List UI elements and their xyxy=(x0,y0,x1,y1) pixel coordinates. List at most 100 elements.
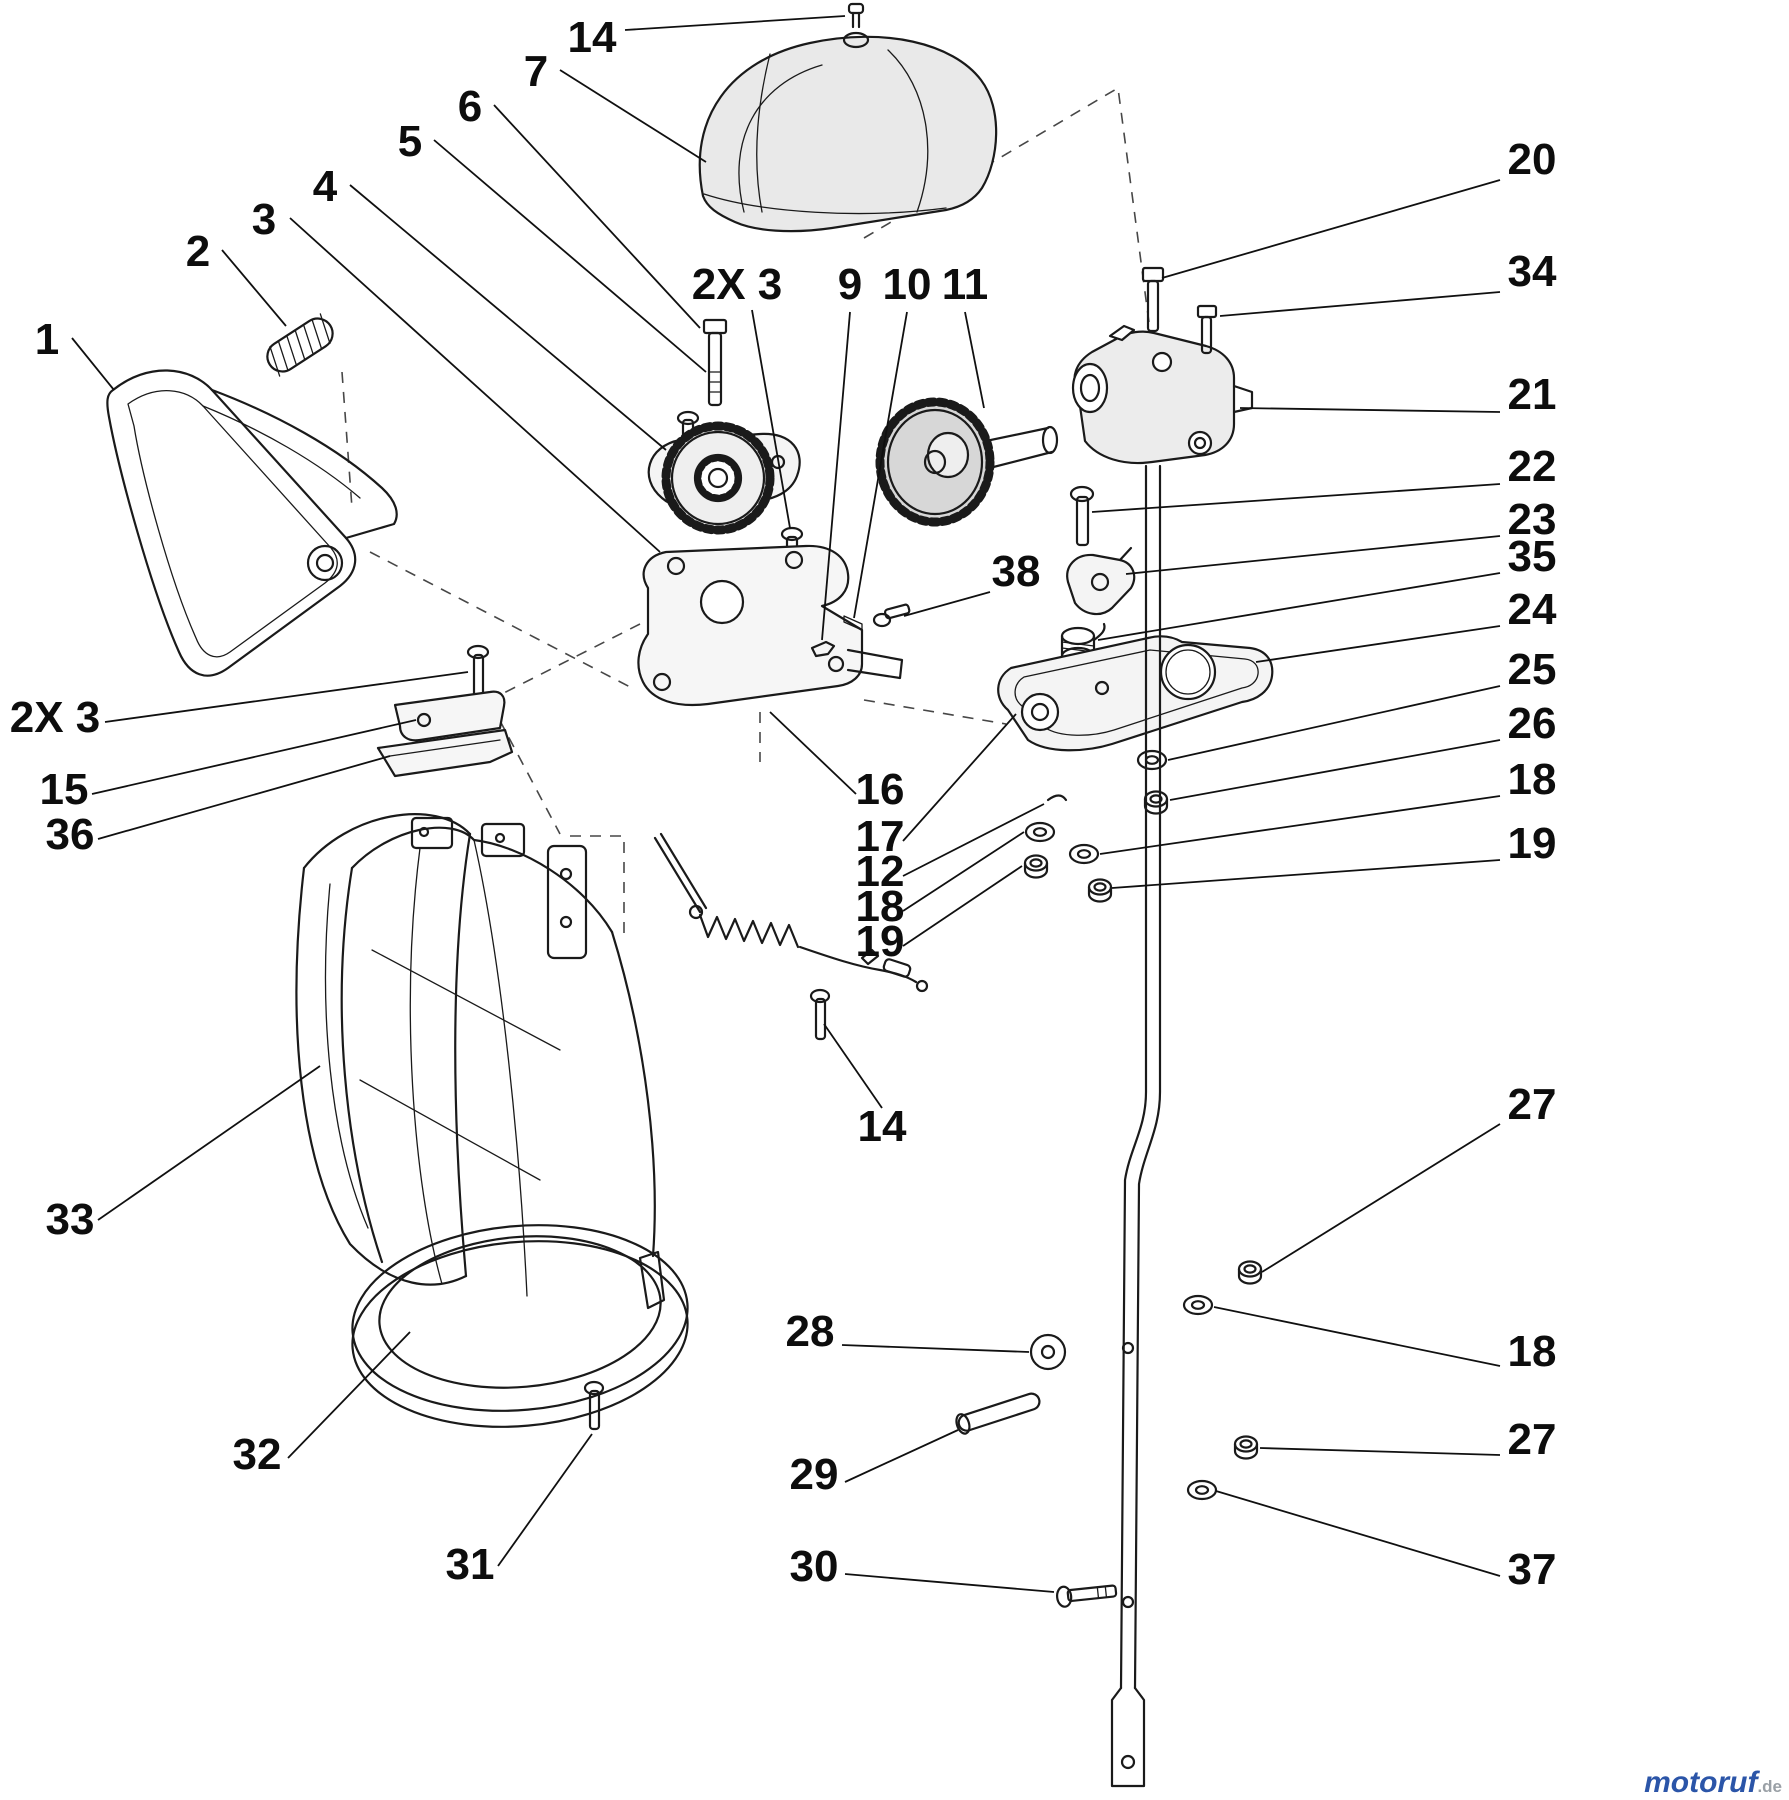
part-rod-hardware xyxy=(1182,1260,1263,1501)
callout: 34 xyxy=(1219,247,1557,317)
part-bolt-30 xyxy=(1056,1584,1118,1608)
svg-text:26: 26 xyxy=(1508,699,1557,748)
svg-text:2: 2 xyxy=(186,227,210,276)
part-bolt-20 xyxy=(1141,266,1165,333)
svg-text:17: 17 xyxy=(856,812,905,861)
svg-text:4: 4 xyxy=(313,162,338,211)
part-bolt-14-mid xyxy=(809,988,831,1041)
callout: 22 xyxy=(1091,442,1557,513)
part-bracket-15 xyxy=(393,644,506,742)
part-deflector xyxy=(106,369,398,677)
svg-text:20: 20 xyxy=(1508,135,1557,184)
part-mount-plate xyxy=(637,544,904,707)
svg-text:27: 27 xyxy=(1508,1415,1557,1464)
svg-text:36: 36 xyxy=(46,810,95,859)
part-cam-23 xyxy=(1066,546,1136,616)
svg-text:34: 34 xyxy=(1508,247,1557,296)
svg-text:2X 3: 2X 3 xyxy=(692,260,783,309)
callout: 10 xyxy=(853,260,932,619)
callout: 15 xyxy=(40,719,417,814)
callout: 37 xyxy=(1215,1490,1557,1594)
svg-text:19: 19 xyxy=(1508,819,1557,868)
part-screw-cover xyxy=(847,2,865,29)
part-spring-small xyxy=(266,313,334,377)
svg-text:29: 29 xyxy=(790,1450,839,1499)
svg-text:21: 21 xyxy=(1508,370,1557,419)
svg-text:22: 22 xyxy=(1508,442,1557,491)
svg-text:30: 30 xyxy=(790,1542,839,1591)
part-chute xyxy=(295,813,689,1428)
callout: 18 xyxy=(1099,755,1557,855)
callout: 25 xyxy=(1167,645,1556,761)
callout: 2 xyxy=(186,227,287,327)
svg-text:18: 18 xyxy=(856,882,905,931)
svg-text:38: 38 xyxy=(992,547,1041,596)
callout: 9 xyxy=(821,260,862,641)
part-pin-10 xyxy=(843,615,863,631)
svg-text:28: 28 xyxy=(786,1307,835,1356)
callout: 33 xyxy=(46,1065,321,1244)
callout: 18 xyxy=(1213,1306,1557,1376)
callout: 21 xyxy=(1239,370,1557,419)
callout: 16 xyxy=(769,711,904,814)
callout: 19 xyxy=(856,865,1023,966)
svg-text:7: 7 xyxy=(524,47,548,96)
callout: 6 xyxy=(458,82,701,329)
part-engine-cover xyxy=(698,31,998,233)
part-pin-29 xyxy=(955,1392,1041,1435)
callouts: 14 7 6 5 4 3 2 1 2X 3 9 10 11 20 34 21 2… xyxy=(10,13,1557,1594)
callout: 27 xyxy=(1259,1415,1557,1464)
construction-lines xyxy=(341,86,1151,938)
part-spring-cable xyxy=(653,832,929,993)
part-bolt-34 xyxy=(1196,304,1218,355)
svg-text:18: 18 xyxy=(1508,1327,1557,1376)
part-gear-small xyxy=(661,421,775,535)
svg-text:37: 37 xyxy=(1508,1545,1557,1594)
svg-text:11: 11 xyxy=(942,260,989,309)
callout: 19 xyxy=(1111,819,1557,889)
callout: 20 xyxy=(1161,135,1557,279)
callout: 23 xyxy=(1125,495,1557,575)
callout: 26 xyxy=(1169,699,1557,801)
svg-text:23: 23 xyxy=(1508,495,1557,544)
part-bolt-long xyxy=(702,318,728,407)
svg-text:2X 3: 2X 3 xyxy=(10,693,101,742)
callout: 12 xyxy=(856,803,1045,896)
svg-text:14: 14 xyxy=(568,13,617,62)
part-hardware-under-plate xyxy=(1023,749,1169,903)
callout: 31 xyxy=(446,1433,593,1589)
callout: 32 xyxy=(233,1331,411,1479)
svg-text:15: 15 xyxy=(40,765,89,814)
part-washer-28 xyxy=(1029,1333,1067,1371)
callout: 5 xyxy=(398,117,707,373)
callout: 2X 3 xyxy=(692,260,791,529)
callout: 17 xyxy=(856,713,1017,861)
callout: 38 xyxy=(903,547,1041,617)
callout: 30 xyxy=(790,1542,1055,1593)
svg-text:6: 6 xyxy=(458,82,482,131)
callout: 2X 3 xyxy=(10,671,469,742)
part-gear-large xyxy=(875,397,1059,527)
callout: 29 xyxy=(790,1429,959,1499)
svg-text:10: 10 xyxy=(883,260,932,309)
callout: 35 xyxy=(1097,532,1557,641)
callout: 3 xyxy=(252,195,661,553)
callout: 7 xyxy=(524,47,707,163)
svg-text:19: 19 xyxy=(856,917,905,966)
svg-text:27: 27 xyxy=(1508,1080,1557,1129)
part-bolt-31 xyxy=(583,1380,605,1431)
part-bolt-38 xyxy=(872,603,911,628)
part-bolt-22 xyxy=(1069,485,1095,547)
callout: 14 xyxy=(823,1023,907,1151)
watermark: motoruf.de xyxy=(1644,1766,1782,1799)
svg-text:18: 18 xyxy=(1508,755,1557,804)
callout: 27 xyxy=(1261,1080,1557,1273)
watermark-tld: .de xyxy=(1757,1777,1782,1796)
svg-text:12: 12 xyxy=(856,847,905,896)
svg-text:35: 35 xyxy=(1508,532,1557,581)
svg-text:31: 31 xyxy=(446,1540,495,1589)
svg-text:14: 14 xyxy=(858,1102,907,1151)
watermark-name: motoruf xyxy=(1644,1766,1760,1799)
